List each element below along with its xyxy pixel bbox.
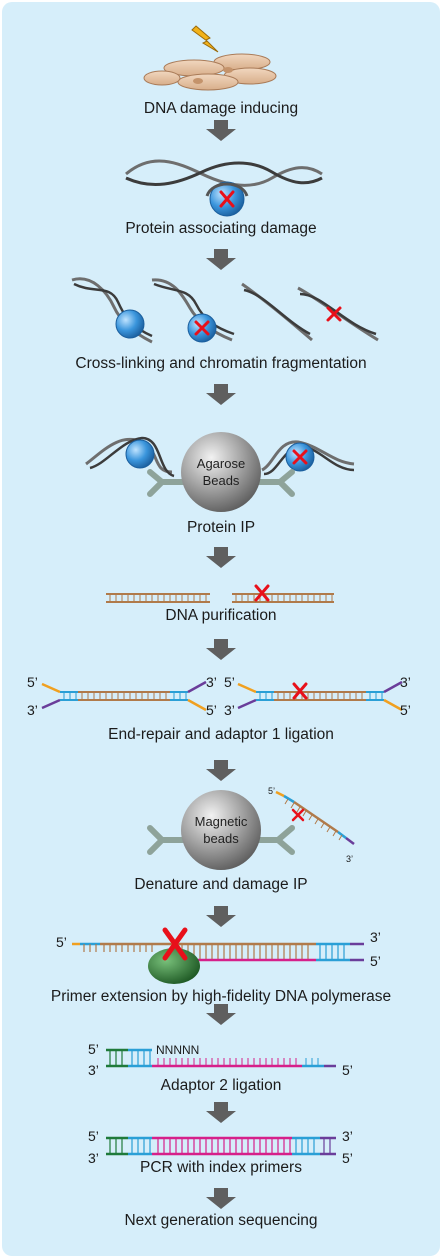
ss-five-prime-label: 5’ bbox=[268, 786, 275, 796]
extension-bottom-5-prime: 5’ bbox=[370, 953, 381, 969]
protein-ip-assembly: Agarose Beads bbox=[85, 432, 355, 512]
adaptor1-left-3-prime: 3’ bbox=[27, 702, 38, 718]
step-label-2: Protein associating damage bbox=[125, 220, 317, 237]
purified-dna bbox=[106, 584, 334, 603]
step-label-3: Cross-linking and chromatin fragmentatio… bbox=[75, 355, 367, 372]
nucleosome-damage bbox=[125, 159, 323, 217]
adaptor1-right-5-prime: 5’ bbox=[224, 674, 235, 690]
adaptor2-right-5-prime: 5’ bbox=[342, 1062, 353, 1078]
pcr-left-5-prime: 5’ bbox=[88, 1128, 99, 1144]
ss-three-prime-label: 3’ bbox=[346, 854, 353, 864]
pcr-right-5-prime: 5’ bbox=[342, 1150, 353, 1166]
pcr-left-3-prime: 3’ bbox=[88, 1150, 99, 1166]
flow-arrow-5 bbox=[206, 639, 236, 660]
cell-cluster bbox=[143, 53, 277, 91]
pcr-right-3-prime: 3’ bbox=[342, 1128, 353, 1144]
agarose-bead-label-2: Beads bbox=[203, 473, 240, 488]
adaptor2-5-prime: 5’ bbox=[88, 1041, 99, 1057]
adaptor1-right-3-prime: 3’ bbox=[224, 702, 235, 718]
step-label-4: Protein IP bbox=[186, 519, 256, 536]
flow-arrow-2 bbox=[206, 249, 236, 270]
step-label-5: DNA purification bbox=[165, 607, 277, 624]
adaptor2-3-prime: 3’ bbox=[88, 1062, 99, 1078]
pcr-product bbox=[106, 1136, 336, 1156]
step-label-8: Primer extension by high-fidelity DNA po… bbox=[50, 988, 392, 1005]
damage-ip-assembly: Magnetic beads 5’ 3’ bbox=[147, 786, 355, 870]
magnetic-bead-label-1: Magnetic bbox=[195, 814, 248, 829]
adaptor1-far-5-prime: 5’ bbox=[400, 702, 411, 718]
step-label-1: DNA damage inducing bbox=[143, 100, 299, 117]
step-label-11: Next generation sequencing bbox=[124, 1212, 318, 1229]
flow-arrow-8 bbox=[206, 1004, 236, 1025]
flow-arrow-9 bbox=[206, 1102, 236, 1123]
flow-arrow-3 bbox=[206, 384, 236, 405]
adaptor1-ligated-dna bbox=[41, 680, 403, 712]
adaptor1-far-3-prime: 3’ bbox=[400, 674, 411, 690]
adaptor1-mid-5-prime: 5’ bbox=[206, 702, 217, 718]
step-label-7: Denature and damage IP bbox=[134, 876, 308, 893]
step-label-6: End-repair and adaptor 1 ligation bbox=[108, 726, 334, 743]
flow-arrow-1 bbox=[206, 120, 236, 141]
magnetic-bead-label-2: beads bbox=[203, 831, 239, 846]
flow-arrow-7 bbox=[206, 906, 236, 927]
extension-5-prime: 5’ bbox=[56, 934, 67, 950]
flow-arrow-6 bbox=[206, 760, 236, 781]
step-label-9: Adaptor 2 ligation bbox=[160, 1077, 282, 1094]
agarose-bead-label-1: Agarose bbox=[197, 456, 245, 471]
chromatin-fragments bbox=[71, 277, 379, 344]
lightning-icon bbox=[191, 25, 219, 53]
flow-arrow-4 bbox=[206, 547, 236, 568]
random-primer-label: NNNNN bbox=[156, 1043, 199, 1057]
adaptor1-left-5-prime: 5’ bbox=[27, 674, 38, 690]
step-label-10: PCR with index primers bbox=[140, 1159, 302, 1176]
adaptor1-mid-3-prime: 3’ bbox=[206, 674, 217, 690]
extension-top-3-prime: 3’ bbox=[370, 929, 381, 945]
flow-arrow-10 bbox=[206, 1188, 236, 1209]
adaptor2-ligated-dna: NNNNN bbox=[106, 1043, 336, 1068]
primer-extension bbox=[72, 927, 364, 984]
